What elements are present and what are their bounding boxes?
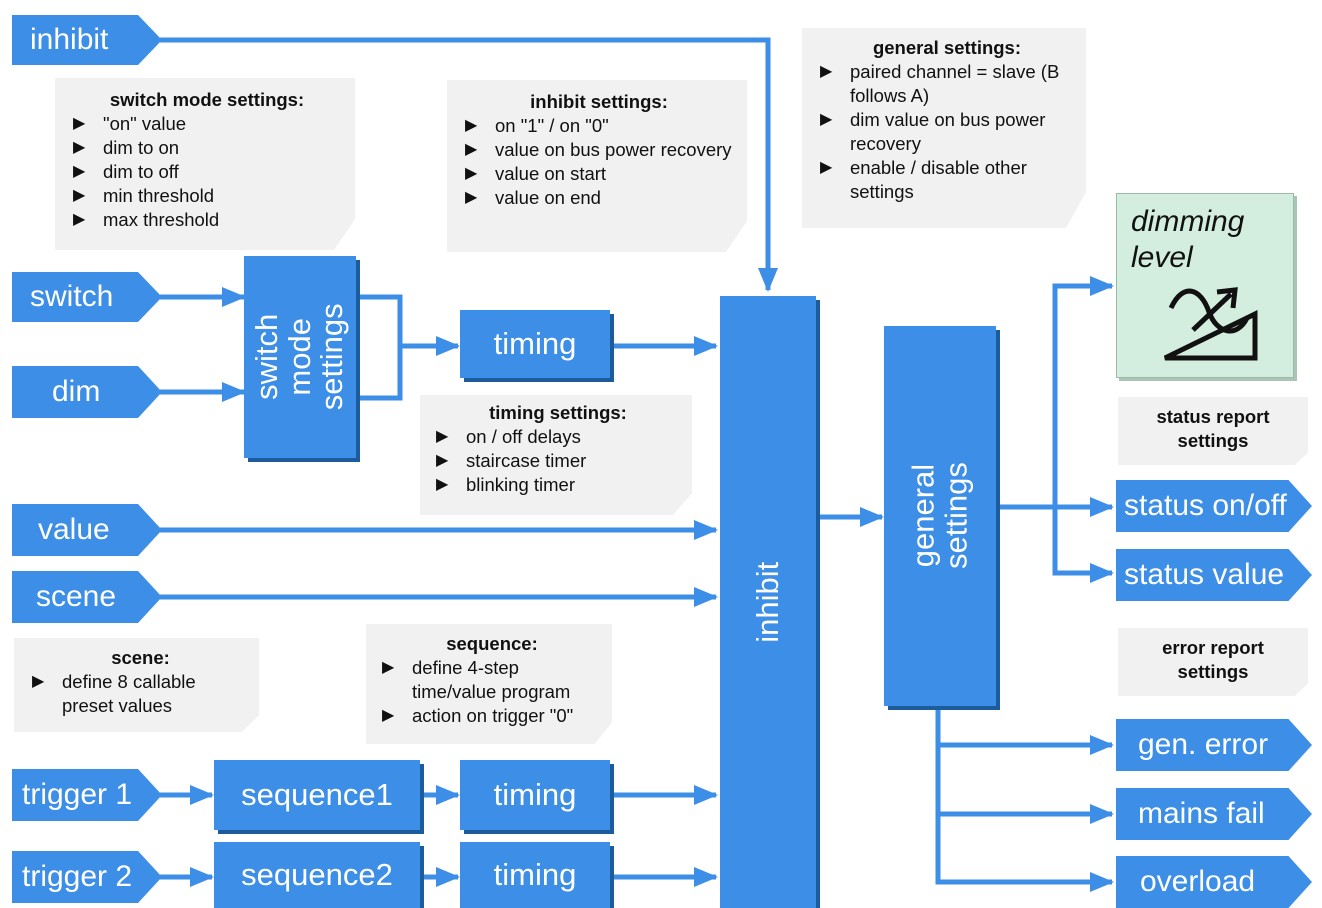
error-report-settings-note: error report settings <box>1118 628 1308 696</box>
timing-2-block: timing <box>460 842 610 908</box>
note-item: action on trigger "0" <box>382 704 602 728</box>
gen-error-output: gen. error <box>1116 719 1312 771</box>
note-title: switch mode settings: <box>109 89 305 110</box>
timing-settings-note: timing settings: on / off delays stairca… <box>420 395 692 515</box>
overload-output: overload <box>1116 856 1312 908</box>
switch-mode-settings-block: switch mode settings <box>244 256 356 458</box>
note-item: "on" value <box>73 112 341 136</box>
note-item: enable / disable other settings <box>820 156 1074 204</box>
block-label: general settings <box>905 462 973 570</box>
switch-mode-settings-note: switch mode settings: "on" value dim to … <box>55 78 355 250</box>
note-item: paired channel = slave (B follows A) <box>820 60 1074 108</box>
sequence2-block: sequence2 <box>214 842 420 908</box>
note-item: staircase timer <box>436 449 680 473</box>
note-title: timing settings: <box>489 402 627 423</box>
value-input: value <box>12 504 162 556</box>
note-item: blinking timer <box>436 473 680 497</box>
note-title: sequence: <box>446 633 538 654</box>
note-item: min threshold <box>73 184 341 208</box>
scene-input: scene <box>12 571 162 623</box>
note-item: dim value on bus power recovery <box>820 108 1074 156</box>
note-item: dim to on <box>73 136 341 160</box>
note-item: value on bus power recovery <box>465 138 733 162</box>
timing-1-block: timing <box>460 760 610 830</box>
dimming-level-line1: dimming <box>1131 205 1245 238</box>
status-value-output: status value <box>1116 549 1312 601</box>
note-item: value on end <box>465 186 733 210</box>
trigger-2-input: trigger 2 <box>12 851 162 903</box>
inhibit-input: inhibit <box>12 15 162 65</box>
dimmer-symbol-icon <box>1163 287 1258 361</box>
inhibit-block: inhibit <box>720 296 816 908</box>
block-label: switch mode settings <box>249 303 350 411</box>
general-settings-note: general settings: paired channel = slave… <box>802 28 1086 228</box>
status-on-off-output: status on/off <box>1116 480 1312 532</box>
scene-note: scene: define 8 callable preset values <box>14 638 259 732</box>
note-title: scene: <box>111 647 170 668</box>
mains-fail-output: mains fail <box>1116 788 1312 840</box>
switch-input: switch <box>12 272 162 322</box>
note-item: max threshold <box>73 208 341 232</box>
sequence-note: sequence: define 4-step time/value progr… <box>366 624 612 744</box>
block-label: inhibit <box>749 561 785 643</box>
note-title: general settings: <box>872 37 1022 58</box>
note-item: dim to off <box>73 160 341 184</box>
timing-block: timing <box>460 310 610 378</box>
note-item: define 4-step time/value program <box>382 656 602 704</box>
sequence1-block: sequence1 <box>214 760 420 830</box>
dimming-level-output: dimming level <box>1116 193 1294 378</box>
status-report-settings-note: status report settings <box>1118 397 1308 465</box>
trigger-1-input: trigger 1 <box>12 769 162 821</box>
dimming-level-line2: level <box>1131 241 1193 274</box>
note-title: inhibit settings: <box>530 91 668 112</box>
note-item: define 8 callable preset values <box>32 670 249 718</box>
dim-input: dim <box>12 366 162 418</box>
note-item: on "1" / on "0" <box>465 114 733 138</box>
note-item: on / off delays <box>436 425 680 449</box>
general-settings-block: general settings <box>884 326 996 706</box>
note-item: value on start <box>465 162 733 186</box>
inhibit-settings-note: inhibit settings: on "1" / on "0" value … <box>447 80 747 252</box>
